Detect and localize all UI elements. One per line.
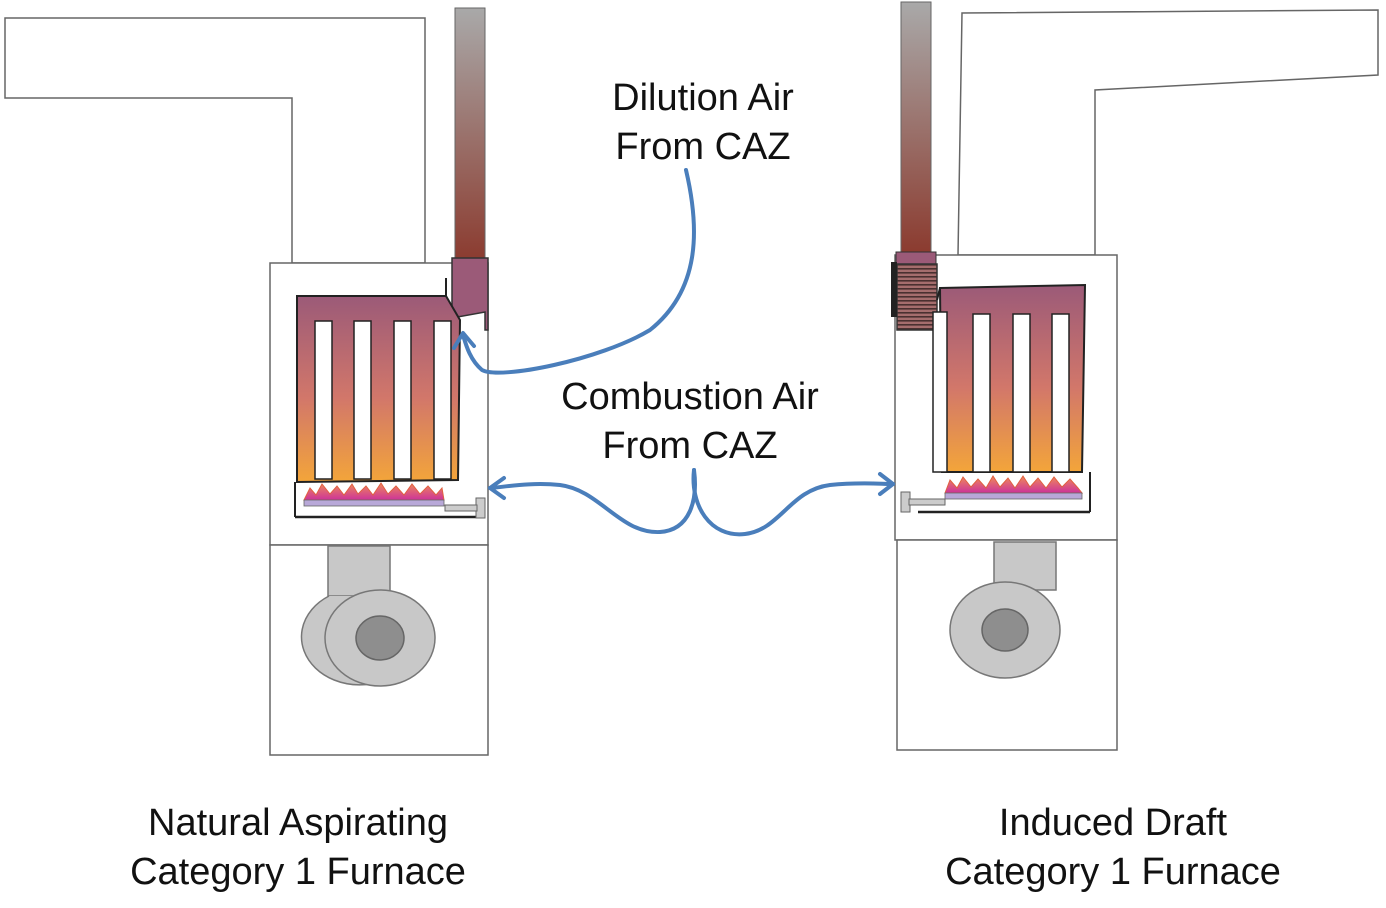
blower-fan-icon	[300, 545, 436, 687]
combustion-air-label: Combustion Air From CAZ	[561, 376, 819, 467]
left-flue-pipe	[454, 7, 486, 264]
right-hx-tube	[1051, 313, 1070, 473]
right-hx-tube	[1012, 313, 1031, 473]
dilution-air-label: Dilution Air From CAZ	[612, 77, 794, 168]
right-hx-tube	[972, 313, 991, 473]
dilution-air-label-line2: From CAZ	[615, 126, 790, 168]
left-caption-line2: Category 1 Furnace	[130, 851, 466, 893]
combustion-air-arrow-right	[691, 468, 895, 537]
dilution-air-arrow	[461, 168, 697, 375]
left-hx-tube	[314, 320, 333, 480]
burner-flame-icon	[303, 482, 445, 507]
combustion-air-label-line1: Combustion Air	[561, 376, 819, 418]
left-hx-tube	[353, 320, 372, 480]
right-flue-pipe	[900, 1, 932, 256]
air-flow-arrows	[452, 168, 895, 537]
combustion-air-label-line2: From CAZ	[602, 425, 777, 467]
left-return-duct	[4, 17, 426, 264]
combustion-air-arrow-left	[488, 468, 697, 535]
dilution-air-label-line1: Dilution Air	[612, 77, 794, 119]
left-hx-tube	[433, 320, 452, 480]
blower-fan-icon	[949, 541, 1061, 679]
arrowhead-icon	[452, 331, 476, 350]
right-caption-line1: Induced Draft	[999, 802, 1228, 844]
burner-flame-icon	[944, 475, 1084, 500]
left-furnace-caption: Natural Aspirating Category 1 Furnace	[130, 802, 466, 893]
inducer-fan-icon	[891, 251, 938, 331]
arrowhead-icon	[878, 472, 895, 496]
right-return-duct	[957, 9, 1379, 256]
left-hx-tube	[393, 320, 412, 480]
right-hx-tube	[932, 311, 948, 473]
left-caption-line1: Natural Aspirating	[148, 802, 448, 844]
right-caption-line2: Category 1 Furnace	[945, 851, 1281, 893]
right-furnace	[891, 1, 1379, 751]
left-furnace	[4, 7, 489, 756]
right-furnace-caption: Induced Draft Category 1 Furnace	[945, 802, 1281, 893]
arrowhead-icon	[488, 476, 506, 500]
